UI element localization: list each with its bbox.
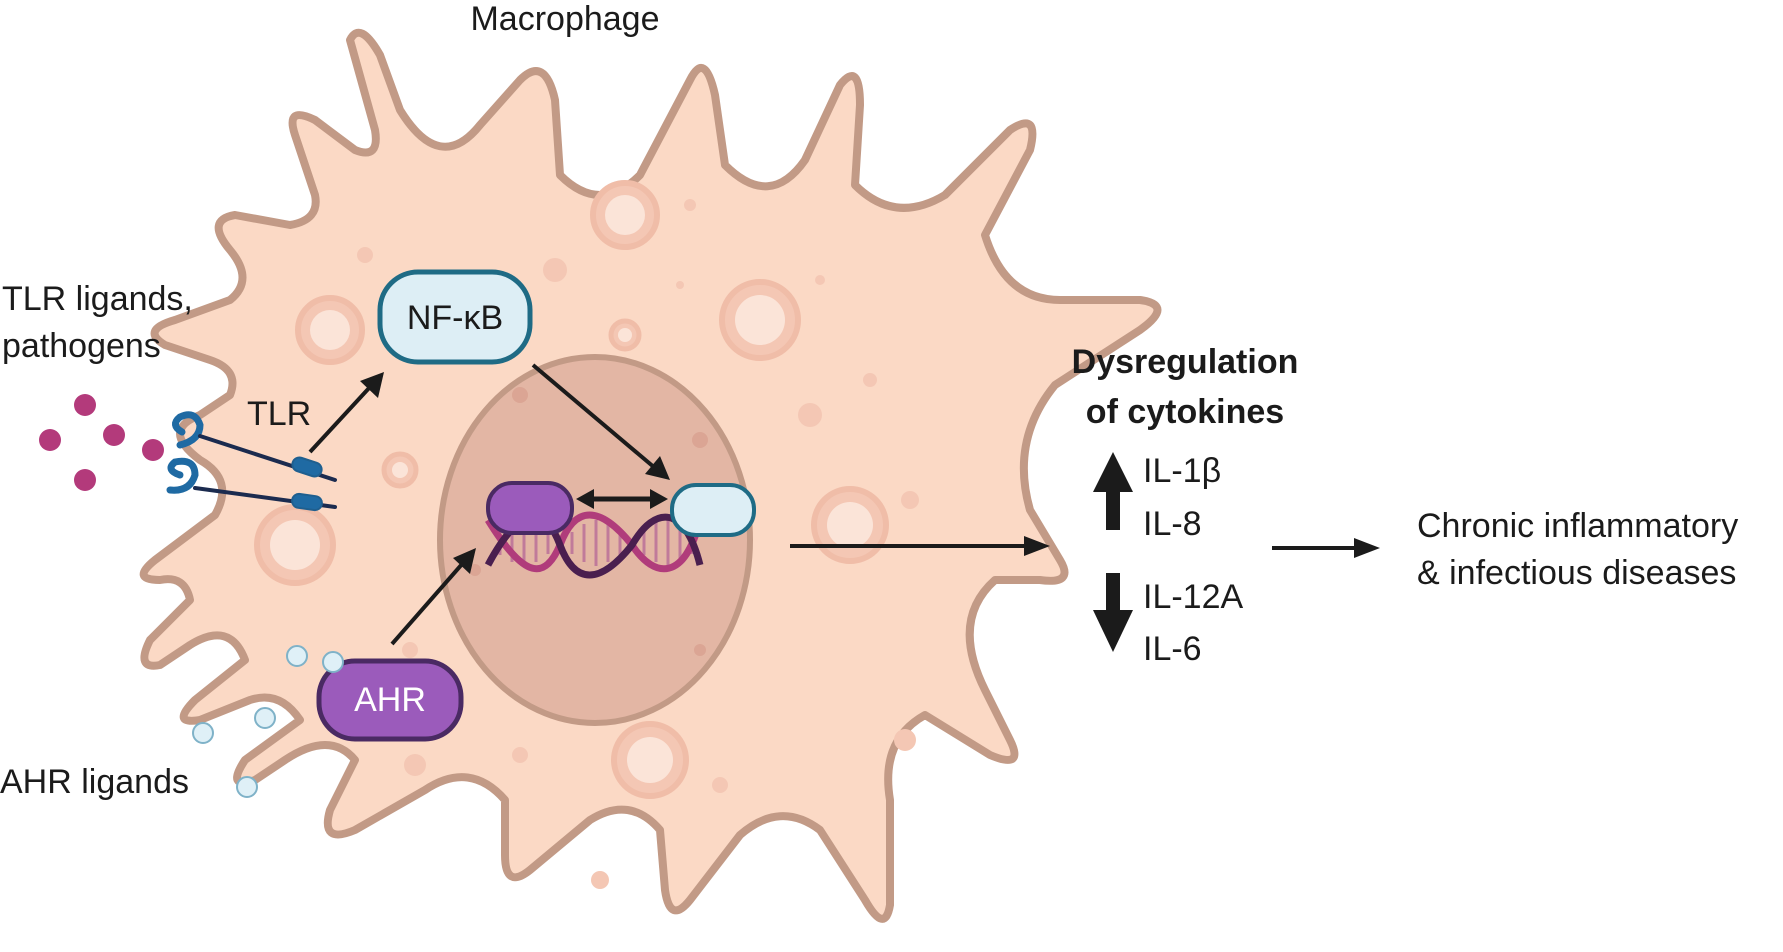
- ahr-to-dna-arrow: [390, 561, 465, 646]
- tlr-receptors: [166, 411, 337, 512]
- ahr-dna-bound-complex: [486, 481, 574, 535]
- cytokine-up-1: IL-1β: [1143, 452, 1221, 490]
- ahr-ligand-particles: [192, 645, 344, 798]
- interaction-double-arrow: [576, 489, 668, 509]
- ahr-box: [316, 658, 464, 742]
- tlr-label: TLR: [247, 395, 311, 433]
- dysregulation-heading-line1: Dysregulation: [1072, 343, 1299, 381]
- tlr-ligands-label-line1: TLR ligands,: [2, 280, 193, 318]
- cytokine-down-2: IL-6: [1143, 630, 1202, 668]
- upregulation-arrow: [1093, 452, 1133, 530]
- outcome-label-line1: Chronic inflammatory: [1417, 507, 1738, 545]
- tlr-to-nfkb-arrow: [308, 385, 372, 454]
- nucleus-spots: [469, 387, 708, 656]
- cytokine-up-2: IL-8: [1143, 505, 1202, 543]
- downregulation-arrow: [1093, 573, 1133, 652]
- nfkb-box: [377, 269, 533, 365]
- nfkb-label: NF-κB: [407, 299, 503, 337]
- ahr-label: AHR: [354, 681, 426, 719]
- arrows: [308, 363, 1380, 646]
- nfkb-to-dna-arrow: [531, 363, 657, 470]
- nfkb-dna-bound-complex: [670, 483, 756, 537]
- cytokine-down-1: IL-12A: [1143, 578, 1243, 616]
- tlr-ligands-label-line2: pathogens: [2, 327, 161, 365]
- dysregulation-heading-line2: of cytokines: [1086, 393, 1284, 431]
- cytoplasm-vesicles: [254, 180, 919, 889]
- tlr-ligand-particles: [39, 394, 164, 491]
- macrophage-title: Macrophage: [470, 0, 659, 38]
- outcome-label-line2: & infectious diseases: [1417, 554, 1736, 592]
- ahr-ligands-label: AHR ligands: [0, 763, 189, 801]
